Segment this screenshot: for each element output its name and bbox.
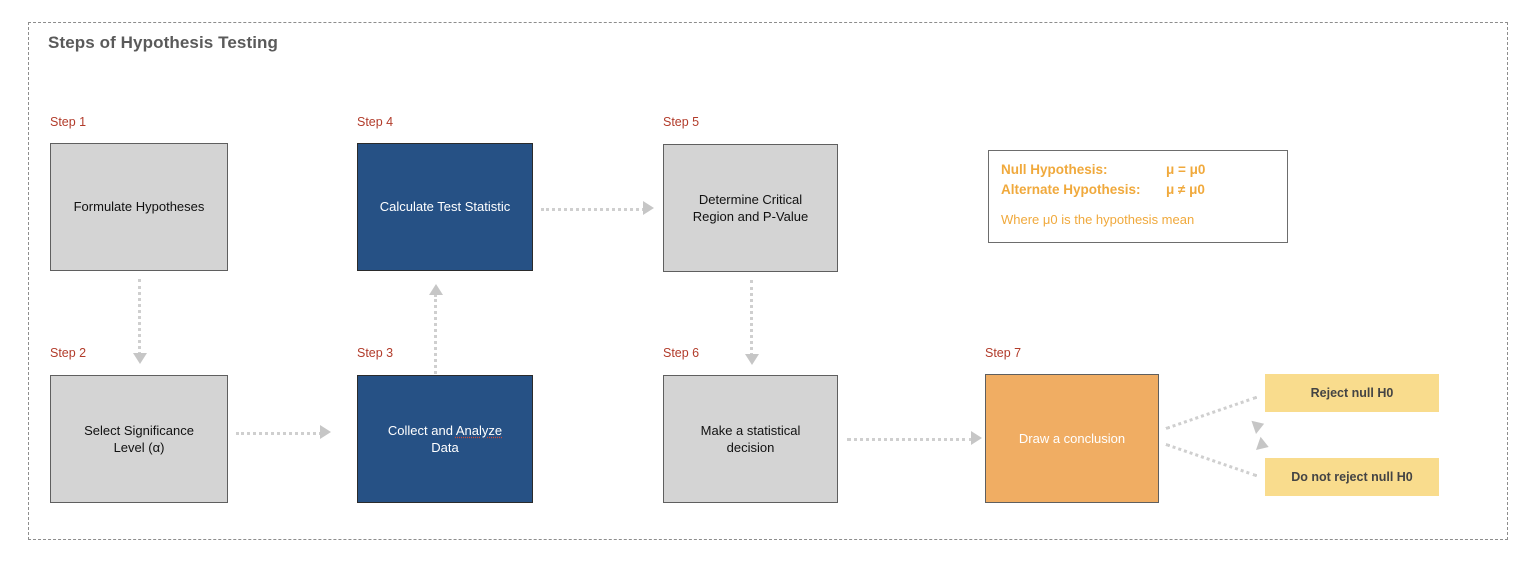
hypothesis-null-label: Null Hypothesis:: [1001, 162, 1108, 177]
hypothesis-alternate-label: Alternate Hypothesis:: [1001, 181, 1141, 197]
step-node-4-text: Calculate Test Statistic: [379, 199, 511, 215]
step-label-5: Step 5: [663, 115, 700, 129]
step-node-3-line2: Data: [431, 440, 459, 455]
step-node-3-misspelled-word: Analyze: [455, 422, 503, 438]
outcome-reject-null-text: Reject null H0: [1310, 385, 1394, 400]
step-node-4[interactable]: Calculate Test Statistic: [357, 143, 533, 271]
outcome-do-not-reject-null[interactable]: Do not reject null H0: [1265, 458, 1439, 496]
step-label-2: Step 2: [50, 346, 87, 360]
outcome-reject-null[interactable]: Reject null H0: [1265, 374, 1439, 412]
step-label-1: Step 1: [50, 115, 87, 129]
step-node-7-text: Draw a conclusion: [1018, 430, 1126, 446]
hypothesis-alternate-value: μ ≠ μ0: [1166, 181, 1205, 197]
page-title: Steps of Hypothesis Testing: [48, 33, 279, 52]
step-node-1-text: Formulate Hypotheses: [73, 199, 205, 215]
hypothesis-panel: Null Hypothesis: μ = μ0 Alternate Hypoth…: [988, 150, 1288, 243]
step-label-6: Step 6: [663, 346, 700, 360]
hypothesis-alternate-row: Alternate Hypothesis: μ ≠ μ0: [1001, 180, 1287, 200]
step-node-1[interactable]: Formulate Hypotheses: [50, 143, 228, 271]
step-label-3: Step 3: [357, 346, 394, 360]
step-label-7: Step 7: [985, 346, 1022, 360]
step-node-3-prefix: Collect and: [387, 422, 456, 438]
outcome-do-not-reject-null-text: Do not reject null H0: [1291, 469, 1413, 484]
step-node-7[interactable]: Draw a conclusion: [985, 374, 1159, 503]
step-label-4: Step 4: [357, 115, 394, 129]
hypothesis-null-value: μ = μ0: [1166, 162, 1206, 177]
hypothesis-null-row: Null Hypothesis: μ = μ0: [1001, 160, 1287, 180]
hypothesis-note: Where μ0 is the hypothesis mean: [1001, 212, 1195, 228]
